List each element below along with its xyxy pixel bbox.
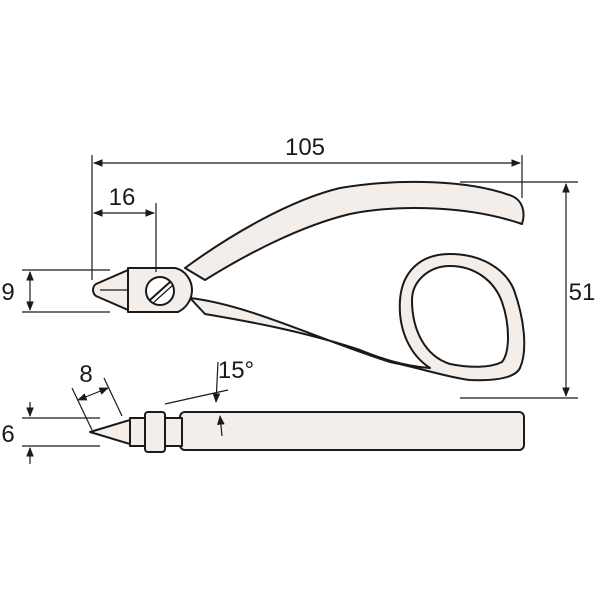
dimension-15deg: 15° (164, 357, 254, 437)
side-tip (89, 419, 131, 445)
dimension-51: 51 (460, 181, 596, 399)
dim-16-label: 16 (109, 184, 136, 211)
top-view (92, 180, 526, 382)
side-view (89, 411, 525, 453)
dim-51-label: 51 (569, 279, 596, 306)
side-handle (179, 411, 525, 451)
dim-9-label: 9 (1, 279, 14, 306)
screw-slot (149, 281, 171, 301)
upper-handle (184, 180, 525, 281)
ring-hole (410, 264, 509, 368)
dimension-8: 8 (71, 361, 123, 431)
dimension-16: 16 (93, 184, 157, 272)
dim-6-label: 6 (1, 421, 14, 448)
dimension-9: 9 (1, 269, 110, 313)
dim-105-label: 105 (285, 134, 325, 161)
dimension-6: 6 (1, 402, 100, 464)
dim-15-label: 15° (218, 357, 254, 384)
dim-8-label: 8 (79, 361, 92, 388)
dimension-105: 105 (91, 134, 523, 280)
side-pin (144, 411, 166, 453)
screw-slot-2 (152, 284, 174, 304)
